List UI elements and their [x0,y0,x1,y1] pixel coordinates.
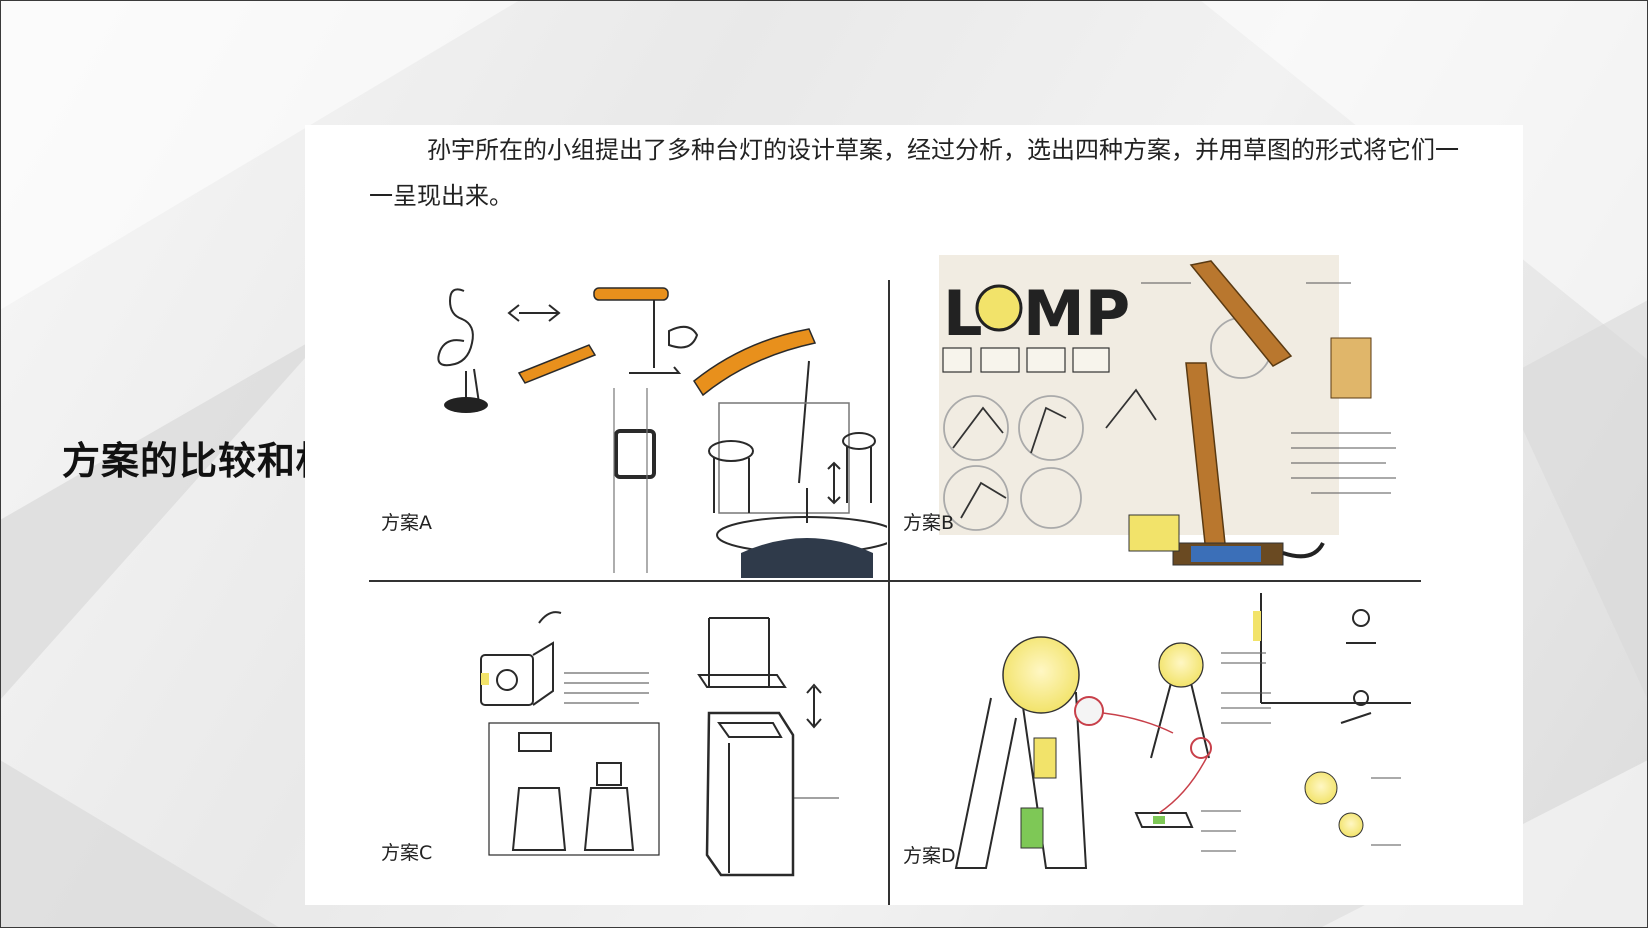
scheme-b-label: 方案B [903,512,955,534]
textbook-excerpt: 孙宇所在的小组提出了多种台灯的设计草案，经过分析，选出四种方案，并用草图的形式将… [305,125,1523,905]
scheme-d-label: 方案D [903,845,956,867]
lamp-logo-lettering: L [943,277,983,350]
flamingo-desk-lamp-sketch [437,287,887,578]
box-lamp-sketch [480,611,839,877]
globe-lamp-sketch [954,593,1411,869]
vertical-divider [888,280,890,905]
panel-scheme-d: 方案D [891,583,1421,903]
horizontal-divider [369,580,1421,582]
panel-scheme-b: L MP [891,253,1421,578]
intro-paragraph: 孙宇所在的小组提出了多种台灯的设计草案，经过分析，选出四种方案，并用草图的形式将… [369,136,1459,210]
folding-wood-lamp-sketch: L MP [939,255,1396,566]
panel-scheme-c: 方案C [369,583,887,903]
svg-text:MP: MP [1023,277,1130,350]
scheme-c-label: 方案C [381,842,433,864]
scheme-a-label: 方案A [381,512,432,534]
panel-scheme-a: 方案A [369,253,887,578]
